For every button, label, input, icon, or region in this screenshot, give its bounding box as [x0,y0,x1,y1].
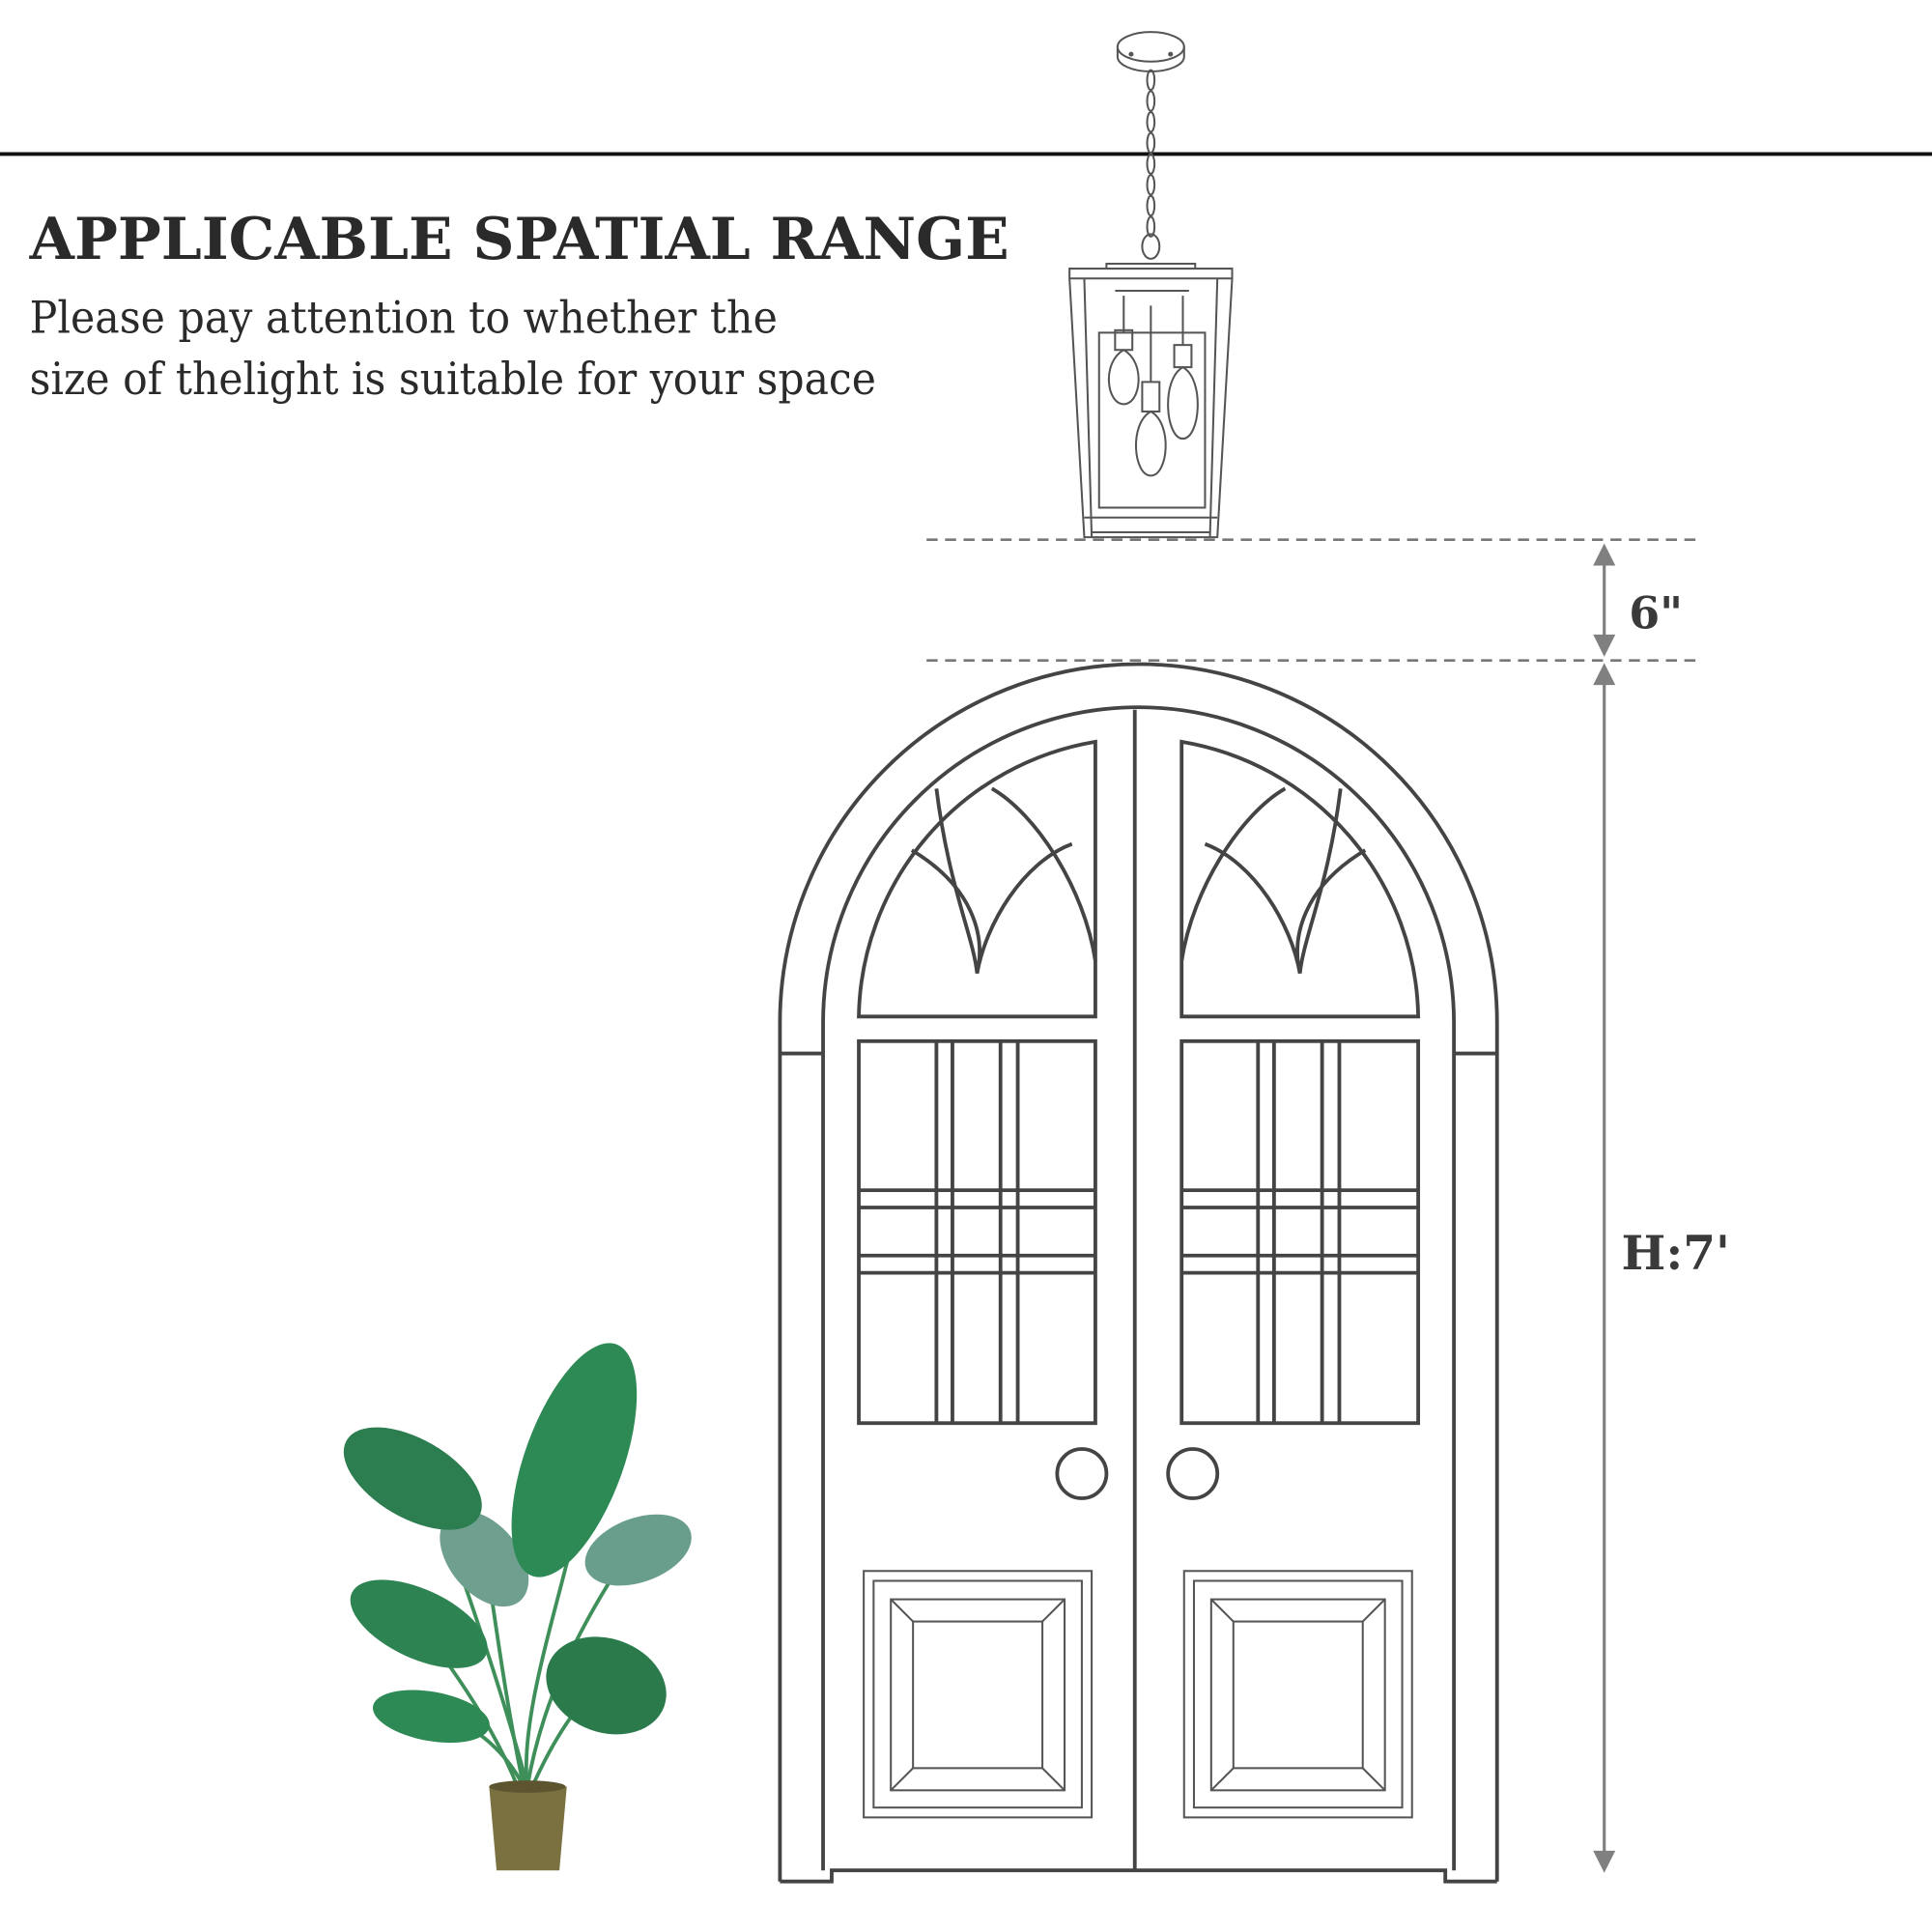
right-door-knob [1166,1447,1220,1500]
subtitle-line-2: size of thelight is suitable for your sp… [30,353,876,405]
clearance-label: 6" [1629,587,1683,639]
arched-door-illustration [778,662,1499,1884]
pendant-light-icon [1068,31,1234,539]
left-door-knob [1055,1447,1109,1500]
potted-plant-illustration [343,1343,692,1871]
subtitle-line-1: Please pay attention to whether the [30,291,778,343]
door-height-label: H:7' [1622,1226,1730,1281]
door-height-dimension-arrow [1593,663,1616,1873]
clearance-dimension-arrow [1593,543,1616,657]
page-title: APPLICABLE SPATIAL RANGE [29,206,1009,273]
